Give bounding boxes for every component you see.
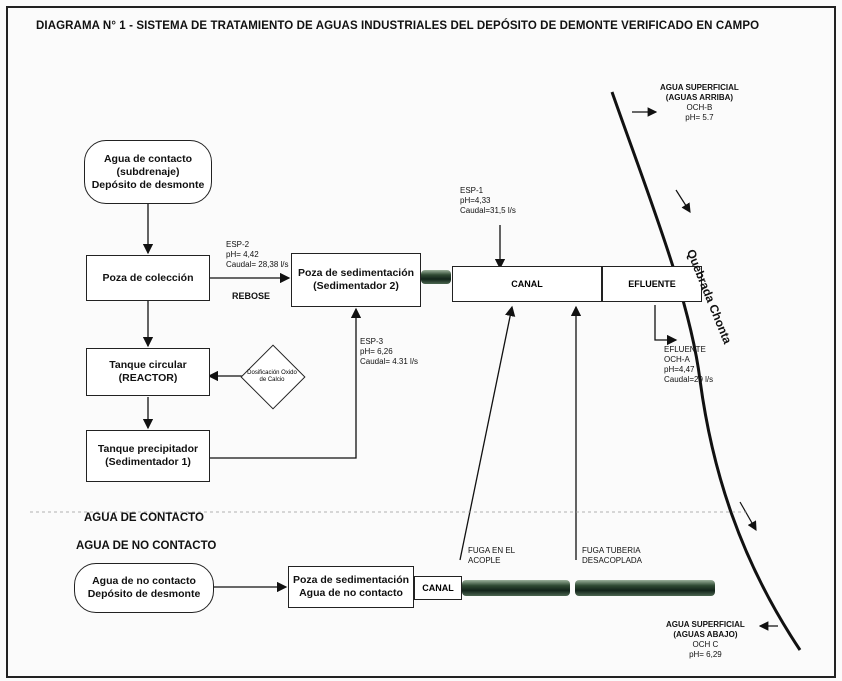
pipe-segment: [421, 270, 451, 284]
esp2-id: ESP-2: [226, 240, 250, 249]
fuga-acople-line1: FUGA EN EL: [468, 546, 516, 555]
esp1-label: ESP-1 pH=4,33 Caudal=31,5 l/s: [460, 186, 516, 216]
poza-coleccion-box: Poza de colección: [86, 255, 210, 301]
och-c-title: AGUA SUPERFICIAL: [666, 620, 745, 629]
agua-contacto-box: Agua de contacto (subdrenaje) Depósito d…: [84, 140, 212, 204]
esp1-id: ESP-1: [460, 186, 484, 195]
poza-sed2-line1: Poza de sedimentación: [297, 267, 415, 279]
dosificacion-line2: de Calcio: [259, 377, 285, 383]
poza-sedimentacion-2-box: Poza de sedimentación (Sedimentador 2): [291, 253, 421, 307]
poza-coleccion-label: Poza de colección: [102, 271, 194, 284]
canal2-label: CANAL: [422, 583, 454, 593]
tanque-precipitador-box: Tanque precipitador (Sedimentador 1): [86, 430, 210, 482]
tanque-circular-line1: Tanque circular: [109, 359, 187, 371]
agua-no-contacto-line1: Agua de no contacto: [92, 575, 196, 587]
esp3-label: ESP-3 pH= 6,26 Caudal= 4.31 l/s: [360, 337, 418, 367]
esp2-caudal: Caudal= 28,38 l/s: [226, 260, 289, 269]
och-a-ph: pH=4,47: [664, 365, 695, 374]
canal-no-contacto: CANAL: [414, 576, 462, 600]
tanque-precip-line1: Tanque precipitador: [97, 443, 199, 455]
och-c-ph: pH= 6,29: [689, 650, 722, 659]
efluente-channel: EFLUENTE: [602, 266, 702, 302]
agua-contacto-line1: Agua de contacto: [103, 152, 193, 165]
fuga-tuberia-line1: FUGA TUBERIA: [582, 546, 641, 555]
agua-no-contacto-line2: Depósito de desmonte: [87, 588, 201, 600]
esp3-id: ESP-3: [360, 337, 384, 346]
poza-sed-no-contacto-box: Poza de sedimentación Agua de no contact…: [288, 566, 414, 608]
esp3-ph: pH= 6,26: [360, 347, 393, 356]
och-b-sub: (AGUAS ARRIBA): [665, 93, 734, 102]
dosificacion-label: Dosificación Oxido de Calcio: [242, 370, 302, 384]
tanque-precip-line2: (Sedimentador 1): [105, 456, 191, 468]
agua-contacto-line2: (subdrenaje): [116, 165, 180, 178]
och-a-title: EFLUENTE: [664, 345, 706, 354]
canal-label: CANAL: [511, 279, 543, 289]
efluente-och-a-label: EFLUENTE OCH-A pH=4,47 Caudal=29 l/s: [664, 345, 713, 385]
och-b-title: AGUA SUPERFICIAL: [660, 83, 739, 92]
agua-no-contacto-box: Agua de no contacto Depósito de desmonte: [74, 563, 214, 613]
fuga-tuberia-label: FUGA TUBERIA DESACOPLADA: [582, 546, 642, 566]
esp2-label: ESP-2 pH= 4,42 Caudal= 28,38 l/s: [226, 240, 289, 270]
och-c-sub: (AGUAS ABAJO): [673, 630, 738, 639]
fuga-acople-label: FUGA EN EL ACOPLE: [468, 546, 515, 566]
efluente-label: EFLUENTE: [628, 279, 676, 289]
och-b-id: OCH-B: [686, 103, 713, 112]
fuga-acople-line2: ACOPLE: [468, 556, 501, 565]
esp1-ph: pH=4,33: [460, 196, 491, 205]
poza-sed-nc-line1: Poza de sedimentación: [292, 574, 410, 586]
agua-contacto-line3: Depósito de desmonte: [91, 178, 205, 191]
poza-sed-nc-line2: Agua de no contacto: [299, 587, 403, 599]
pipe-segment: [462, 580, 570, 596]
agua-contacto-heading: AGUA DE CONTACTO: [84, 512, 204, 524]
och-c-id: OCH C: [692, 640, 719, 649]
dosificacion-line1: Dosificación Oxido: [247, 370, 297, 376]
agua-superficial-arriba-label: AGUA SUPERFICIAL (AGUAS ARRIBA) OCH-B pH…: [660, 83, 739, 123]
agua-no-contacto-heading: AGUA DE NO CONTACTO: [76, 540, 217, 552]
och-b-ph: pH= 5.7: [685, 113, 714, 122]
tanque-circular-line2: (REACTOR): [118, 372, 178, 384]
diagram-frame: [6, 6, 836, 678]
rebose-label: REBOSE: [232, 291, 271, 301]
agua-superficial-abajo-label: AGUA SUPERFICIAL (AGUAS ABAJO) OCH C pH=…: [666, 620, 745, 660]
tanque-circular-box: Tanque circular (REACTOR): [86, 348, 210, 396]
och-a-caudal: Caudal=29 l/s: [664, 375, 714, 384]
esp2-ph: pH= 4,42: [226, 250, 259, 259]
canal-channel: CANAL: [452, 266, 602, 302]
esp1-caudal: Caudal=31,5 l/s: [460, 206, 516, 215]
och-a-id: OCH-A: [664, 355, 690, 364]
esp3-caudal: Caudal= 4.31 l/s: [360, 357, 419, 366]
diagram-title: DIAGRAMA N° 1 - SISTEMA DE TRATAMIENTO D…: [36, 20, 760, 32]
pipe-segment: [575, 580, 715, 596]
poza-sed2-line2: (Sedimentador 2): [313, 280, 399, 292]
fuga-tuberia-line2: DESACOPLADA: [582, 556, 643, 565]
